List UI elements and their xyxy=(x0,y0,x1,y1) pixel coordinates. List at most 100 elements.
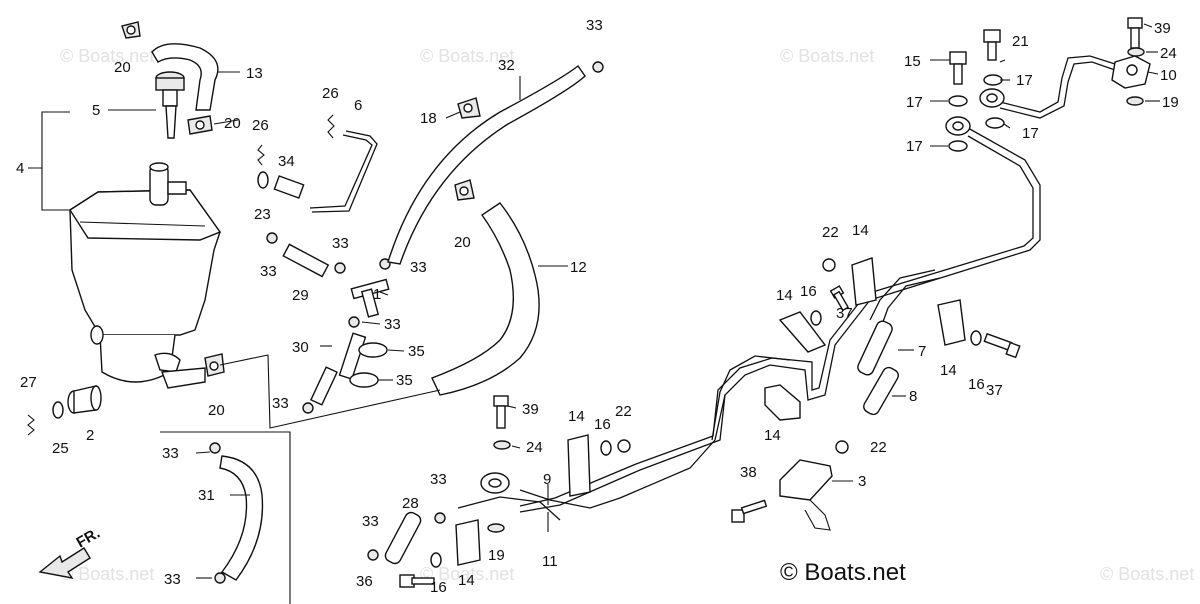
callout-33: 33 xyxy=(384,316,401,333)
nut xyxy=(822,258,836,272)
sealing-washer xyxy=(985,117,1005,129)
callout-14: 14 xyxy=(940,362,957,379)
callout-22: 22 xyxy=(870,439,887,456)
callout-14: 14 xyxy=(568,408,585,425)
hose xyxy=(863,366,899,416)
spring-pin xyxy=(257,144,265,166)
callout-33: 33 xyxy=(362,513,379,530)
oil-pipes xyxy=(457,55,1116,521)
washer xyxy=(487,523,505,533)
bolt xyxy=(1127,17,1143,49)
callout-17: 17 xyxy=(1022,125,1039,142)
callout-12: 12 xyxy=(570,259,587,276)
watermark-text: © Boats.net xyxy=(780,46,874,66)
callout-15: 15 xyxy=(904,53,921,70)
grommet xyxy=(67,385,102,414)
spring-pin xyxy=(27,414,35,436)
callout-4: 4 xyxy=(16,160,24,177)
callout-33: 33 xyxy=(586,17,603,34)
callout-34: 34 xyxy=(278,153,295,170)
washer xyxy=(1126,96,1144,106)
clip xyxy=(457,97,481,119)
callout-25: 25 xyxy=(52,440,69,457)
washer xyxy=(970,330,982,346)
washer xyxy=(493,440,511,450)
callout-17: 17 xyxy=(906,94,923,111)
callout-13: 13 xyxy=(246,65,263,82)
hose xyxy=(282,243,330,278)
large-hose xyxy=(431,202,540,396)
callout-16: 16 xyxy=(430,579,447,596)
watermarks: © Boats.net © Boats.net © Boats.net © Bo… xyxy=(60,46,1194,584)
callout-3: 3 xyxy=(858,473,866,490)
callout-22: 22 xyxy=(615,403,632,420)
callout-17: 17 xyxy=(906,138,923,155)
clip xyxy=(454,179,475,201)
breather-pipe xyxy=(309,134,373,209)
bolt xyxy=(493,395,509,429)
callout-6: 6 xyxy=(354,97,362,114)
bolt xyxy=(829,285,850,312)
callout-16: 16 xyxy=(594,416,611,433)
callout-35: 35 xyxy=(408,343,425,360)
callout-33: 33 xyxy=(430,471,447,488)
callout-8: 8 xyxy=(909,388,917,405)
breather-hose xyxy=(151,43,219,111)
callout-20: 20 xyxy=(224,115,241,132)
callout-10: 10 xyxy=(1160,67,1177,84)
oil-tank xyxy=(69,162,222,389)
callout-33: 33 xyxy=(164,571,181,588)
washer xyxy=(52,401,64,419)
callout-14: 14 xyxy=(764,427,781,444)
callout-20: 20 xyxy=(208,402,225,419)
callout-21: 21 xyxy=(1012,33,1029,50)
callout-26: 26 xyxy=(322,85,339,102)
callout-1: 1 xyxy=(373,286,381,303)
callout-36: 36 xyxy=(356,573,373,590)
callout-14: 14 xyxy=(776,287,793,304)
callout-19: 19 xyxy=(1162,94,1179,111)
hose xyxy=(384,511,422,565)
bolt xyxy=(399,574,435,588)
hose xyxy=(338,332,367,380)
callout-11: 11 xyxy=(542,553,558,570)
callout-2: 2 xyxy=(86,427,94,444)
callout-33: 33 xyxy=(410,259,427,276)
callout-37: 37 xyxy=(986,382,1003,399)
nut xyxy=(617,439,631,453)
washer xyxy=(810,310,822,326)
spring-pin xyxy=(327,114,335,139)
callout-39: 39 xyxy=(1154,20,1171,37)
callout-14: 14 xyxy=(852,222,869,239)
direction-label: FR. xyxy=(74,525,103,552)
callout-29: 29 xyxy=(292,287,309,304)
sealing-washer xyxy=(983,74,1003,86)
hose xyxy=(857,320,893,376)
callout-26: 26 xyxy=(252,117,269,134)
watermark-text: © Boats.net xyxy=(420,564,514,584)
leader-line xyxy=(219,354,441,429)
washer xyxy=(600,440,612,456)
callout-33: 33 xyxy=(272,395,289,412)
callout-17: 17 xyxy=(1016,72,1033,89)
bolt xyxy=(949,51,967,85)
long-hose xyxy=(387,64,586,265)
callout-5: 5 xyxy=(92,102,100,119)
leader-line xyxy=(160,431,291,604)
callout-20: 20 xyxy=(114,59,131,76)
breather-pipe xyxy=(311,130,378,213)
sealing-washer xyxy=(948,140,968,152)
callout-14: 14 xyxy=(458,572,475,589)
callout-16: 16 xyxy=(800,283,817,300)
watermark-text: © Boats.net xyxy=(420,46,514,66)
callout-22: 22 xyxy=(822,224,839,241)
banjo-fitting xyxy=(480,88,1005,494)
callout-33: 33 xyxy=(260,263,277,280)
watermark-text: © Boats.net xyxy=(60,564,154,584)
pipe-clamp xyxy=(455,257,966,566)
callout-27: 27 xyxy=(20,374,37,391)
mounting-bracket xyxy=(779,459,833,531)
callout-20: 20 xyxy=(454,234,471,251)
callout-33: 33 xyxy=(162,445,179,462)
